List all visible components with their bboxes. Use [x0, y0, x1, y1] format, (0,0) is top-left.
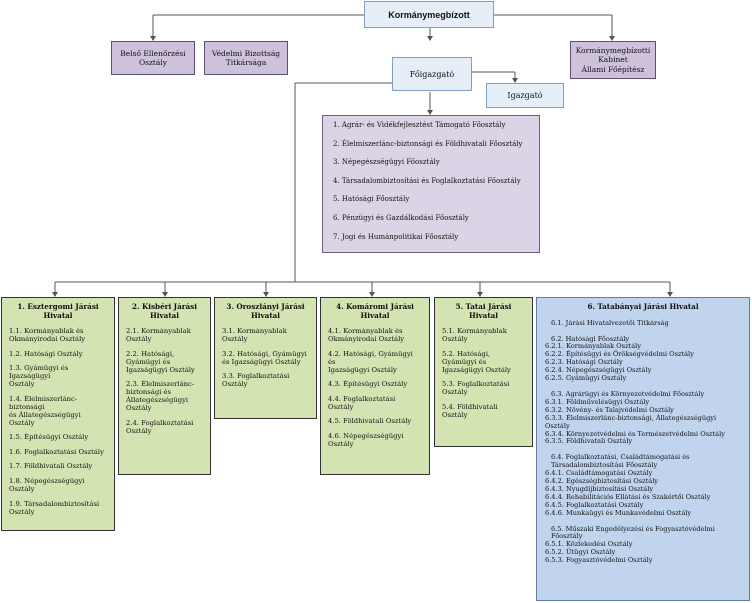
sub-department-item: 6.3.1. Földművelésügyi Osztály [545, 397, 650, 406]
department-item: 6. Pénzügyi és Gazdálkodási Főosztály [333, 213, 469, 222]
office-title: 2. Kisbéri Járási Hivatal [132, 302, 197, 320]
main-department-group: 6.5. Műszaki Engedélyezési és Fogyasztóv… [545, 524, 741, 566]
sub-department-item: 6.2.4. Népegészségügyi Osztály [545, 366, 652, 375]
sub-department-item: 6.5.3. Fogyasztóvédelmi Osztály [545, 556, 653, 565]
vedelmi-bizottsag-box: Védelmi Bizottság Titkársága [204, 41, 288, 75]
office-unit: 1.4. Élelmiszerlánc-biztonsági és Állate… [9, 394, 81, 427]
kormanymegbizott-box: Kormánymegbízott [364, 1, 494, 28]
office-unit: 4.3. Építésügyi Osztály [328, 380, 408, 389]
office-title: 5. Tatai Járási Hivatal [455, 302, 512, 320]
office-unit: 3.1. Kormányablak Osztály [222, 327, 287, 344]
belso-ellenorzesi-box: Belső Ellenőrzési Osztály [111, 41, 195, 75]
sub-department-item: 6.4.6. Munkaügyi és Munkavédelmi Osztály [545, 508, 692, 517]
office-unit: 1.2. Hatósági Osztály [9, 349, 83, 358]
office-unit: 5.1. Kormányablak Osztály [442, 327, 507, 344]
sub-department-item: 6.4.4. Rehabilitációs Ellátási és Szakér… [545, 492, 711, 501]
office-title: 3. Oroszlányi Járási Hivatal [226, 302, 305, 320]
main-department-group: 6.4. Foglalkoztatási, Családtámogatási é… [545, 453, 741, 517]
sub-department-item: 6.2.2. Építésügyi és Örökségvédelmi Oszt… [545, 350, 694, 359]
office-esztergom: 1. Esztergomi Járási Hivatal 1.1. Kormány… [1, 297, 115, 531]
sub-department-item: 6.2.1. Kormányablak Osztály [545, 342, 641, 351]
sub-department-item: 6.2.3. Hatósági Osztály [545, 358, 623, 367]
main-department-group: 6.3. Agrárügyi és Környezetvédelmi Főosz… [545, 389, 741, 446]
sub-department-item: 6.3.3. Élelmiszerlánc-biztonsági, Állate… [545, 413, 717, 430]
office-unit: 4.6. Népegészségügyi Osztály [328, 431, 404, 448]
office-unit: 3.3. Foglalkoztatási Osztály [222, 372, 290, 389]
department-item: 5. Hatósági Főosztály [333, 195, 410, 204]
office-oroszlany: 3. Oroszlányi Járási Hivatal 3.1. Kormány… [214, 297, 317, 419]
office-unit: 1.6. Foglalkoztatási Osztály [9, 447, 104, 456]
office-unit: 5.2. Hatósági, Gyámügyi és Igazságügyi O… [442, 349, 511, 374]
foigazgato-box: Főigazgató [392, 57, 472, 91]
main-department-title: 6.2. Hatósági Főosztály [551, 334, 630, 343]
main-department-title: 6.3. Agrárügyi és Környezetvédelmi Főosz… [551, 389, 705, 398]
department-item: 2. Élelmiszerlánc-biztonsági és Földhiva… [333, 139, 523, 148]
main-department-title: 6.5. Műszaki Engedélyezési és Fogyasztóv… [551, 524, 715, 541]
office-unit: 2.2. Hatósági, Gyámügyi és Igazságügyi O… [126, 349, 195, 374]
office-unit: 2.3. Élelmiszerlánc- biztonsági és Állat… [126, 380, 195, 413]
belso-ellenorzesi-label: Belső Ellenőrzési Osztály [120, 48, 186, 67]
main-department-title: 6.4. Foglalkoztatási, Családtámogatási é… [551, 453, 690, 470]
sub-department-item: 6.4.5. Foglalkoztatási Osztály [545, 500, 644, 509]
department-item: 1. Agrár- és Vidékfejlesztést Támogató F… [333, 121, 506, 129]
office-kisber: 2. Kisbéri Járási Hivatal 2.1. Kormányabl… [118, 297, 211, 475]
department-item: 4. Társadalombiztosítási és Foglalkoztat… [333, 176, 521, 185]
office-title: 6. Tatabányai Járási Hivatal [587, 302, 699, 311]
sub-department-item: 6.5.1. Közlekedési Osztály [545, 540, 633, 549]
kabinet-box: Kormánymegbízotti Kabinet Állami Főépíté… [570, 41, 656, 79]
sub-department-item: 6.5.2. Útügyi Osztály [545, 548, 616, 557]
office-unit: 4.4. Foglalkoztatási Osztály [328, 394, 396, 411]
main-department-title: 6.1. Járási Hivatalvezetői Titkárság [551, 318, 669, 327]
office-unit: 1.8. Népegészségügyi Osztály [9, 476, 85, 493]
department-item: 7. Jogi és Humánpolitikai Főosztály [333, 232, 459, 241]
sub-department-item: 6.4.1. Családtámogatási Osztály [545, 469, 653, 478]
office-unit: 5.3. Foglalkoztatási Osztály [442, 380, 510, 397]
kormanymegbizott-label: Kormánymegbízott [388, 9, 470, 20]
office-unit: 5.4. Földhivatali Osztály [442, 402, 498, 419]
office-unit: 1.1. Kormányablak és Okmányirodai Osztál… [9, 327, 86, 344]
sub-department-item: 6.4.2. Egészségbiztosítási Osztály [545, 477, 659, 486]
office-komarom: 4. Komáromi Járási Hivatal 4.1. Kormányab… [320, 297, 430, 475]
vedelmi-bizottsag-label: Védelmi Bizottság Titkársága [211, 48, 281, 67]
office-unit: 1.5. Építésügyi Osztály [9, 433, 89, 442]
office-unit: 1.3. Gyámügyi és Igazságügyi Osztály [9, 364, 69, 389]
sub-department-item: 6.3.2. Növény- és Talajvédelmi Osztály [545, 405, 674, 414]
office-unit: 1.7. Földhivatali Osztály [9, 462, 93, 471]
office-unit: 1.9. Társadalombiztosítási Osztály [9, 499, 100, 516]
office-unit: 2.4. Foglalkoztatási Osztály [126, 418, 194, 435]
office-tatabanya: 6. Tatabányai Járási Hivatal 6.1. Járási … [536, 297, 750, 601]
igazgato-label: Igazgató [507, 91, 543, 100]
office-tata: 5. Tatai Járási Hivatal 5.1. Kormányablak… [434, 297, 533, 447]
office-unit: 4.2. Hatósági, Gyámügyi és Igazságügyi O… [328, 349, 413, 374]
sub-department-item: 6.4.3. Nyugdíjbiztosítási Osztály [545, 484, 654, 493]
office-unit: 3.2. Hatósági, Gyámügyi és Igazságügyi O… [222, 349, 307, 366]
office-unit: 2.1. Kormányablak Osztály [126, 327, 191, 344]
kabinet-label: Kormánymegbízotti Kabinet Állami Főépíté… [575, 45, 651, 74]
department-item: 3. Népegészségügyi Főosztály [333, 158, 440, 167]
office-title: 1. Esztergomi Járási Hivatal [17, 302, 99, 320]
office-unit: 4.1. Kormányablak és Okmányirodai Osztál… [328, 327, 405, 344]
foosztalyok-box: 1. Agrár- és Vidékfejlesztést Támogató F… [322, 115, 540, 253]
sub-department-item: 6.3.4. Környezetvédelmi és Természetvéde… [545, 429, 725, 438]
igazgato-box: Igazgató [486, 83, 564, 108]
office-unit: 4.5. Földhivatali Osztály [328, 417, 412, 426]
sub-department-item: 6.2.5. Gyámügyi Osztály [545, 374, 627, 383]
foigazgato-label: Főigazgató [409, 69, 455, 79]
office-title: 4. Komáromi Járási Hivatal [336, 302, 414, 320]
sub-department-item: 6.3.5. Földhivatali Osztály [545, 437, 633, 446]
main-department-group: 6.1. Járási Hivatalvezetői Titkárság [545, 318, 741, 328]
